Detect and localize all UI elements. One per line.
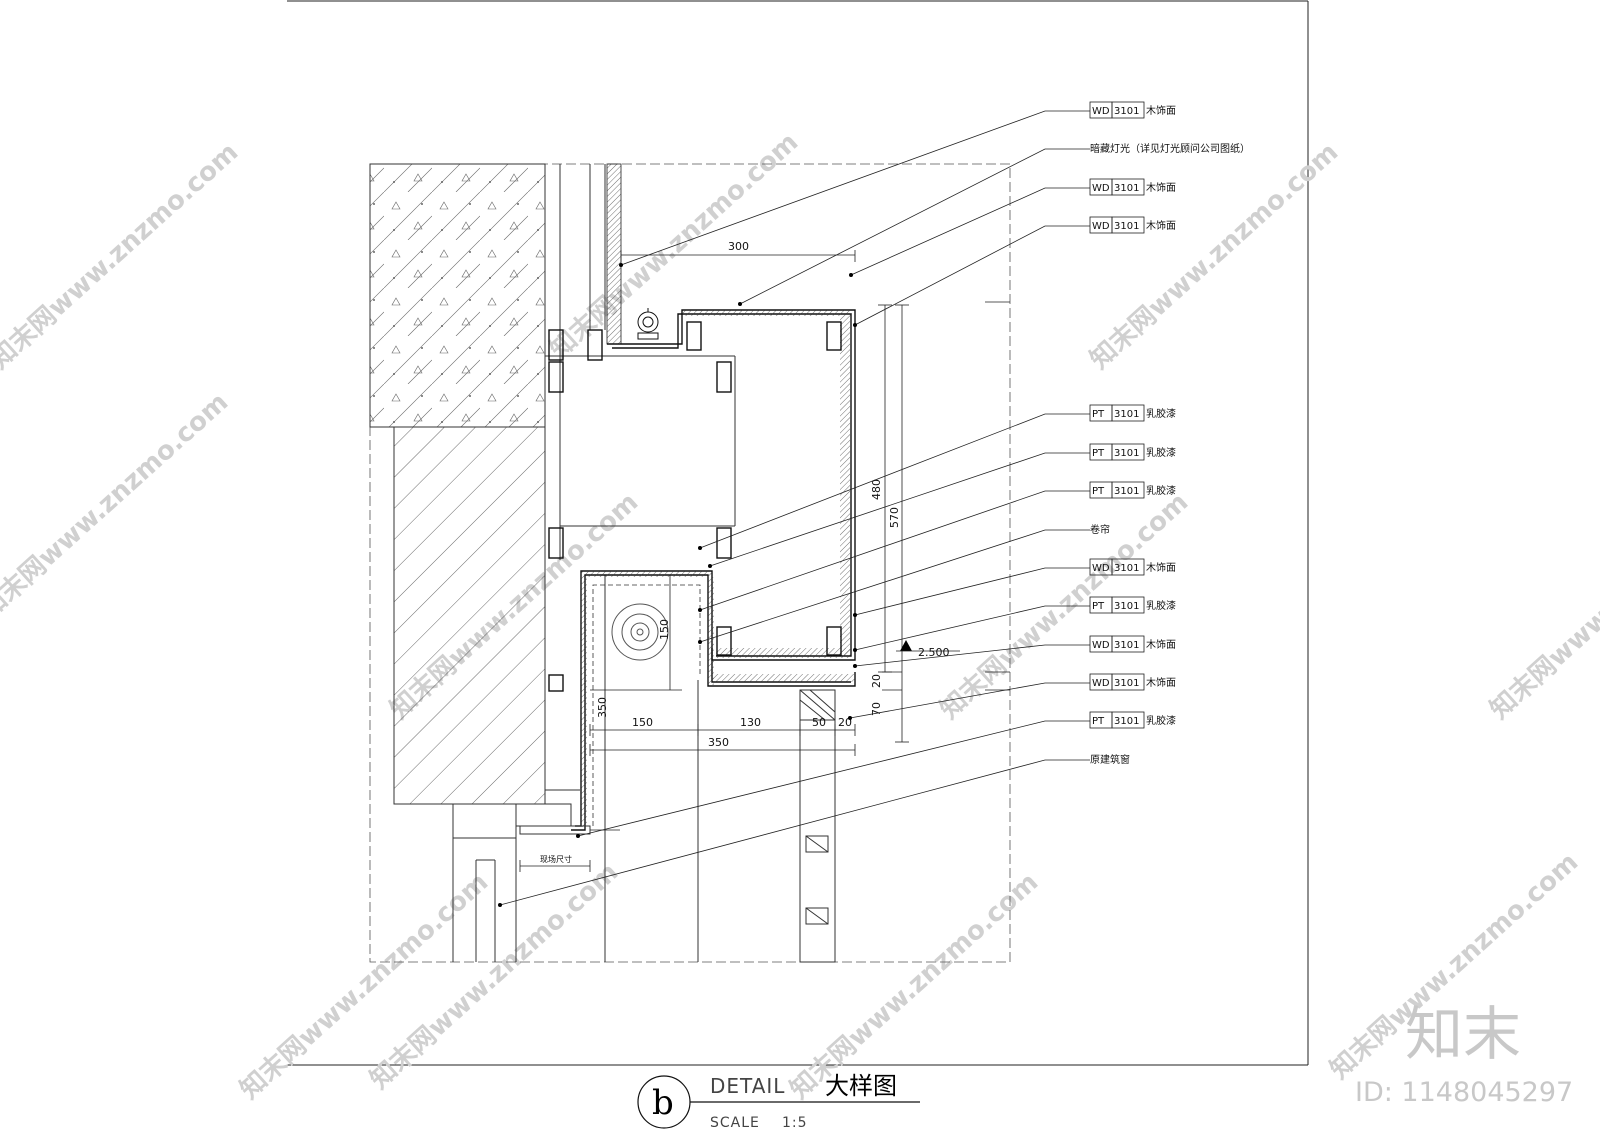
callout-text: 乳胶漆 [1146, 407, 1176, 420]
callout-code: PT [1092, 486, 1105, 497]
dim-text: 20 [870, 674, 883, 688]
callout-text: 木饰面 [1146, 638, 1176, 651]
callout-code: WD [1092, 640, 1110, 651]
brand-logo: 知末 [1405, 1000, 1521, 1068]
callout-text: 木饰面 [1146, 561, 1176, 574]
watermark-text: 知末网www.znzmo.com [365, 857, 625, 1095]
callout-text: 乳胶漆 [1146, 484, 1176, 497]
watermark-text: 知末网www.znzmo.com [1485, 487, 1600, 725]
callout-number: 3101 [1114, 678, 1139, 689]
callout-code: WD [1092, 563, 1110, 574]
callout-item: WD 3101 木饰面 [1089, 635, 1176, 653]
dim-text: 350 [708, 736, 729, 749]
callout-code: WD [1092, 678, 1110, 689]
dim-text: 300 [728, 240, 749, 253]
dim-text: 350 [596, 697, 609, 718]
callout-item: PT 3101 乳胶漆 [1089, 481, 1176, 499]
callout-code: PT [1092, 409, 1105, 420]
callout-number: 3101 [1114, 409, 1139, 420]
callout-number: 3101 [1114, 183, 1139, 194]
callout-code: WD [1092, 221, 1110, 232]
watermark-text: 知末网www.znzmo.com [785, 867, 1045, 1105]
callout-text: 乳胶漆 [1146, 599, 1176, 612]
callout-item: 卷帘 [1090, 523, 1110, 536]
callout-number: 3101 [1114, 106, 1139, 117]
dim-text: 150 [658, 619, 671, 640]
watermark-text: 知末网www.znzmo.com [0, 137, 244, 375]
callout-text: 木饰面 [1146, 676, 1176, 689]
blind-pocket-inner [592, 584, 701, 826]
concrete-slab [369, 163, 546, 428]
detail-title-en: DETAIL [710, 1074, 785, 1098]
callout-text: 木饰面 [1146, 181, 1176, 194]
callout-item: PT 3101 乳胶漆 [1089, 711, 1176, 729]
dim-text: 50 [812, 716, 826, 729]
leader-lines [499, 110, 1090, 906]
callout-text: 木饰面 [1146, 104, 1176, 117]
callout-item: PT 3101 乳胶漆 [1089, 404, 1176, 422]
callout-item: PT 3101 乳胶漆 [1089, 443, 1176, 461]
watermark-text: 知末网www.znzmo.com [235, 867, 495, 1105]
level-value: 2.500 [918, 646, 950, 659]
callout-number: 3101 [1114, 601, 1139, 612]
scale-label: SCALE [710, 1115, 760, 1131]
roller-blind-icon [611, 603, 669, 661]
scale-value: 1:5 [782, 1115, 808, 1131]
dim-text: 150 [632, 716, 653, 729]
dim-text: 480 [870, 479, 883, 500]
steel-tubes [548, 321, 842, 692]
callout-code: WD [1092, 183, 1110, 194]
callout-item: 暗藏灯光（详见灯光顾问公司图纸） [1090, 142, 1250, 155]
dimension-lines [519, 250, 1010, 872]
callout-item: WD 3101 木饰面 [1089, 101, 1176, 119]
brand-watermark: 知末 ID: 1148045297 [1355, 1000, 1573, 1108]
concealed-light-icon [637, 308, 659, 340]
callout-item: 原建筑窗 [1090, 753, 1130, 766]
callout-number: 3101 [1114, 486, 1139, 497]
sheet-frame [287, 0, 1309, 1066]
leader-arrows [498, 263, 857, 907]
callout-text: 卷帘 [1090, 523, 1110, 536]
detail-letter: b [652, 1083, 674, 1123]
callout-item: WD 3101 木饰面 [1089, 558, 1176, 576]
title-block: b DETAIL 大样图 SCALE 1:5 [637, 1072, 920, 1131]
callout-item: PT 3101 乳胶漆 [1089, 596, 1176, 614]
callout-text: 乳胶漆 [1146, 446, 1176, 459]
dim-text: 570 [888, 507, 901, 528]
callout-text: 暗藏灯光（详见灯光顾问公司图纸） [1090, 142, 1250, 155]
callout-item: WD 3101 木饰面 [1089, 673, 1176, 691]
callout-code: WD [1092, 106, 1110, 117]
callout-code: PT [1092, 716, 1105, 727]
callout-number: 3101 [1114, 716, 1139, 727]
callout-text: 乳胶漆 [1146, 714, 1176, 727]
window-sill [799, 689, 836, 721]
watermark-text: 知末网www.znzmo.com [1085, 137, 1345, 375]
detail-boundary [369, 163, 1011, 963]
callout-number: 3101 [1114, 221, 1139, 232]
masonry-wall [393, 426, 546, 805]
callout-text: 原建筑窗 [1090, 753, 1130, 766]
callout-code: PT [1092, 601, 1105, 612]
callout-number: 3101 [1114, 563, 1139, 574]
blind-pocket-hatch [581, 571, 855, 827]
callout-item: WD 3101 木饰面 [1089, 178, 1176, 196]
detail-title-cn: 大样图 [825, 1072, 897, 1100]
level-marker: 2.500 [896, 640, 960, 659]
brand-id: ID: 1148045297 [1355, 1077, 1573, 1108]
callout-number: 3101 [1114, 448, 1139, 459]
callout-item: WD 3101 木饰面 [1089, 216, 1176, 234]
original-window [799, 689, 836, 963]
callout-number: 3101 [1114, 640, 1139, 651]
upper-box-hatch [682, 310, 852, 658]
structure-lines [452, 164, 836, 962]
dim-text: 现场尺寸 [540, 854, 572, 864]
wood-finish-vertical [606, 163, 622, 345]
watermark-text: 知末网www.znzmo.com [0, 387, 234, 625]
callout-code: PT [1092, 448, 1105, 459]
watermark-text: 知末网www.znzmo.com [545, 127, 805, 365]
callout-text: 木饰面 [1146, 219, 1176, 232]
dim-text: 130 [740, 716, 761, 729]
